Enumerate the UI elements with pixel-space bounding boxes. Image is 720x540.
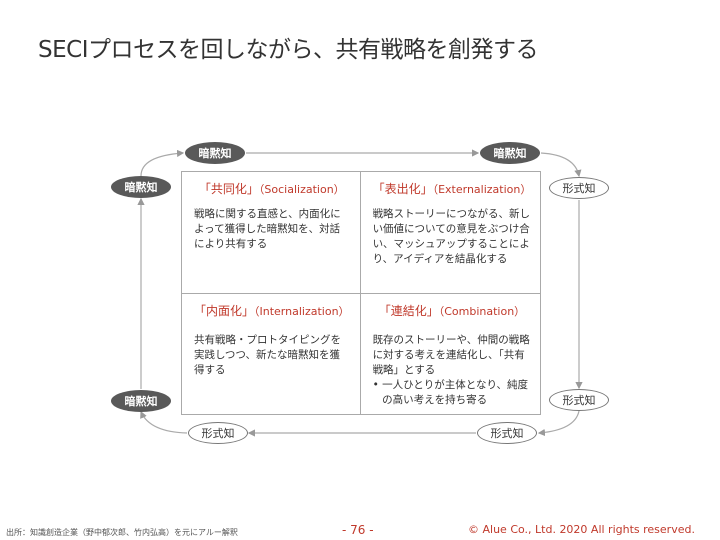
seci-matrix: 「共同化」（Socialization） 戦略に関する直感と、内面化によって獲得… (181, 171, 542, 415)
cell-body: 戦略ストーリーにつながる、新しい価値についての意見をぶつけ合い、マッシュアップす… (372, 208, 531, 265)
cell-body: 戦略に関する直感と、内面化によって獲得した暗黙知を、対話により共有する (194, 208, 341, 250)
tacit-knowledge-node: 暗黙知 (111, 176, 171, 198)
externalization-cell: 「表出化」（Externalization） 戦略ストーリーにつながる、新しい価… (360, 172, 542, 294)
cell-heading: 「内面化」（Internalization） (194, 304, 350, 318)
cell-body: 共有戦略・プロトタイピングを実践しつつ、新たな暗黙知を獲得する (194, 334, 341, 376)
source-note: 出所：知識創造企業（野中郁次郎、竹内弘高）を元にアルー解釈 (6, 528, 238, 537)
tacit-knowledge-node: 暗黙知 (480, 142, 540, 164)
cell-heading: 「共同化」（Socialization） (198, 182, 345, 196)
explicit-knowledge-node: 形式知 (549, 389, 609, 411)
cell-heading: 「表出化」（Externalization） (372, 182, 532, 196)
cell-heading: 「連結化」（Combination） (378, 304, 526, 318)
page-title: SECIプロセスを回しながら、共有戦略を創発する (38, 37, 538, 63)
bullet-item: •一人ひとりが主体となり、純度の高い考えを持ち寄る (372, 379, 529, 406)
explicit-knowledge-node: 形式知 (188, 422, 248, 444)
copyright: © Alue Co., Ltd. 2020 All rights reserve… (468, 523, 695, 536)
tacit-knowledge-node: 暗黙知 (111, 390, 171, 412)
tacit-knowledge-node: 暗黙知 (185, 142, 245, 164)
internalization-cell: 「内面化」（Internalization） 共有戦略・プロトタイピングを実践し… (182, 294, 361, 414)
socialization-cell: 「共同化」（Socialization） 戦略に関する直感と、内面化によって獲得… (182, 172, 361, 294)
page-number: - 76 - (342, 523, 374, 537)
combination-cell: 「連結化」（Combination） 既存のストーリーや、仲間の戦略に対する考え… (361, 294, 542, 414)
cell-body: 既存のストーリーや、仲間の戦略に対する考えを連結化し、「共有戦略」とする (372, 334, 530, 376)
explicit-knowledge-node: 形式知 (477, 422, 537, 444)
explicit-knowledge-node: 形式知 (549, 177, 609, 199)
